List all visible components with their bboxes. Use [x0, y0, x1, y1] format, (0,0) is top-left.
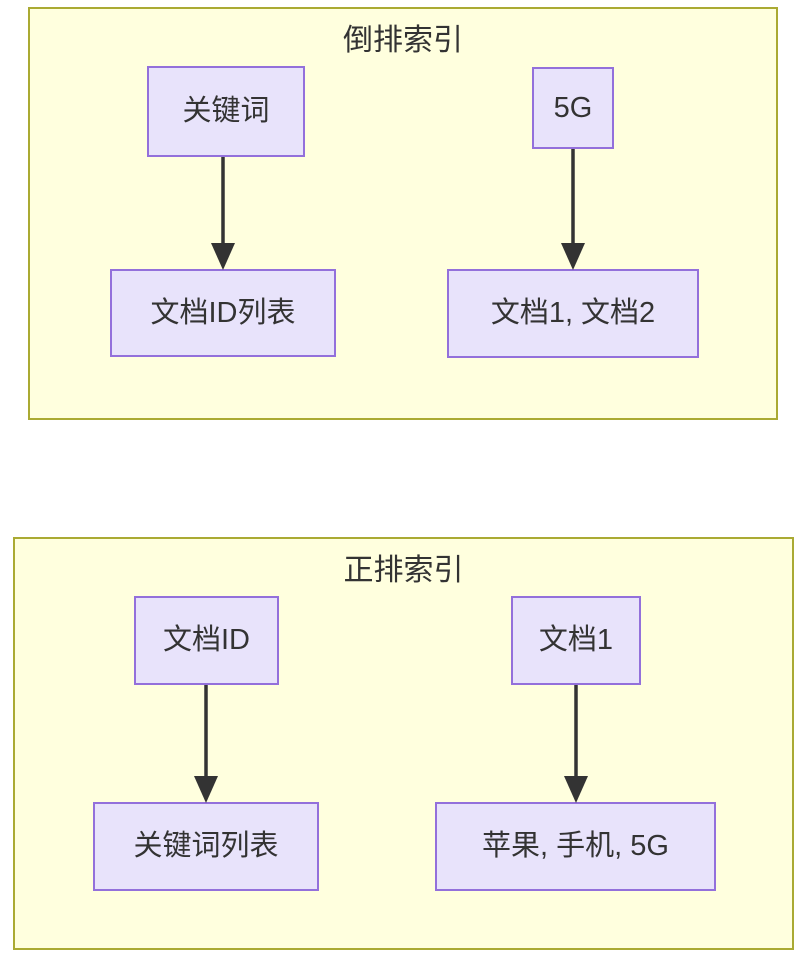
cluster-inverted-index: 倒排索引	[28, 7, 778, 420]
node-docid[interactable]: 文档ID	[134, 596, 279, 685]
node-5g[interactable]: 5G	[532, 67, 614, 149]
node-doc1-doc2[interactable]: 文档1, 文档2	[447, 269, 699, 358]
node-terms[interactable]: 苹果, 手机, 5G	[435, 802, 716, 891]
node-keyword[interactable]: 关键词	[147, 66, 305, 157]
cluster-forward-index-title: 正排索引	[343, 554, 464, 587]
node-keyword-list[interactable]: 关键词列表	[93, 802, 319, 891]
node-docid-list[interactable]: 文档ID列表	[110, 269, 336, 357]
cluster-inverted-index-title: 倒排索引	[343, 24, 463, 57]
node-doc1[interactable]: 文档1	[511, 596, 641, 685]
